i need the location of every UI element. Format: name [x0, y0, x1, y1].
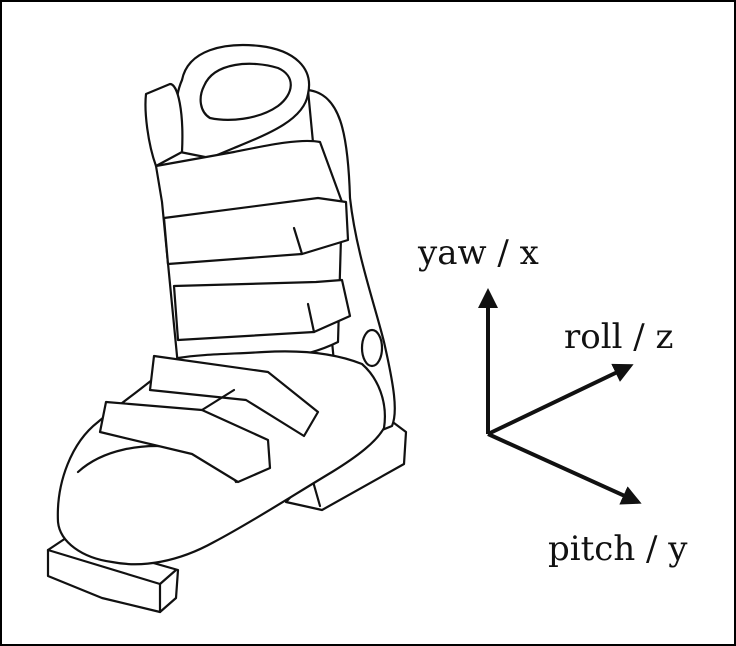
buckle-2: [98, 400, 272, 484]
axis-triad: [478, 288, 642, 505]
roll-axis-arrow: [487, 363, 634, 436]
buckle-1: [148, 354, 320, 438]
pitch-axis-arrow: [487, 432, 642, 505]
strap-2: [172, 278, 352, 342]
ski-boot-icon: [46, 43, 408, 614]
pitch-axis-label: pitch / y: [548, 529, 688, 569]
yaw-axis-label: yaw / x: [418, 233, 539, 273]
strap-1: [162, 196, 350, 266]
buckle-pivot-icon: [360, 328, 384, 368]
roll-axis-label: roll / z: [564, 317, 674, 357]
